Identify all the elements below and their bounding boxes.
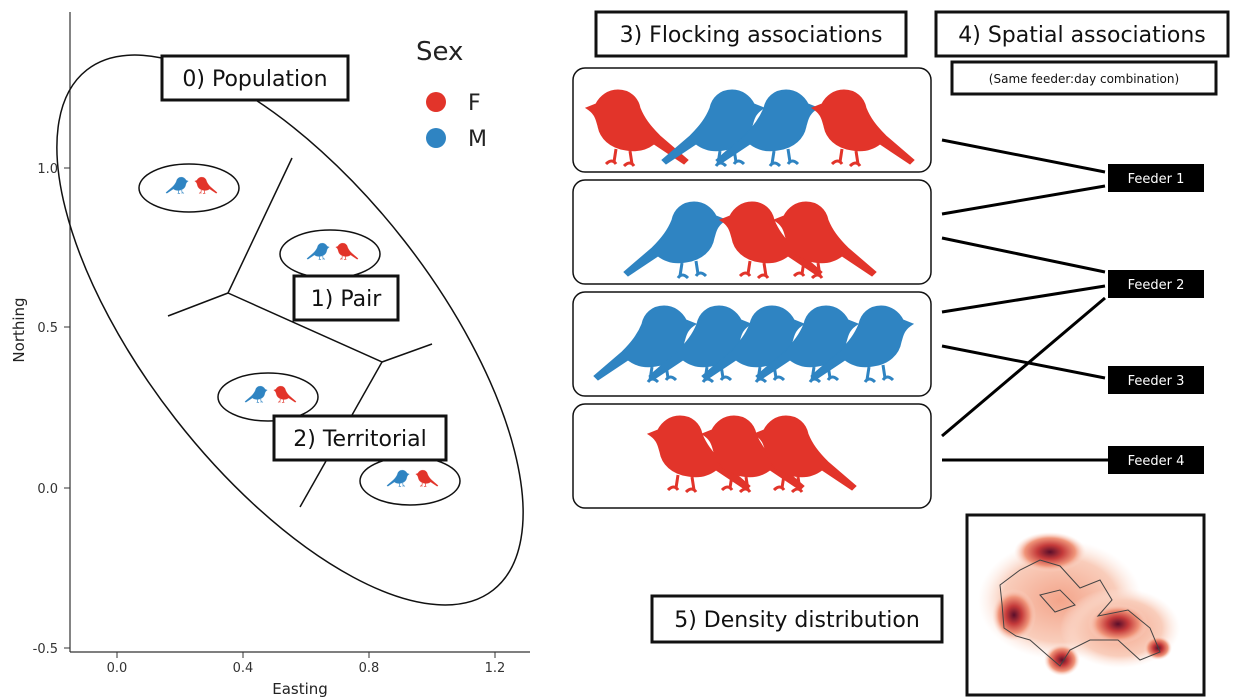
legend-label-male: M bbox=[468, 127, 487, 152]
pair-ellipse bbox=[217, 372, 319, 422]
x-tick-0.4: 0.4 bbox=[233, 661, 254, 676]
pair-group-4 bbox=[359, 456, 461, 506]
legend-swatch-female bbox=[426, 92, 446, 112]
legend-label-female: F bbox=[468, 91, 481, 116]
spatial-subtitle: (Same feeder:day combination) bbox=[989, 72, 1179, 86]
territorial-label: 2) Territorial bbox=[293, 427, 426, 452]
x-tick-1.2: 1.2 bbox=[485, 661, 506, 676]
legend-swatch-male bbox=[426, 128, 446, 148]
feeder-4: Feeder 4 bbox=[1108, 446, 1204, 474]
pair-group-1 bbox=[138, 163, 240, 213]
pair-ellipse bbox=[359, 456, 461, 506]
density-outline bbox=[999, 559, 1161, 667]
x-tick-0.8: 0.8 bbox=[359, 661, 380, 676]
y-tick-1: 1.0 bbox=[37, 162, 58, 177]
territorial-label-box: 2) Territorial bbox=[272, 414, 448, 462]
feeder-connections bbox=[941, 138, 1108, 462]
pair-label: 1) Pair bbox=[311, 287, 382, 312]
density-map bbox=[965, 513, 1206, 697]
density-title: 5) Density distribution bbox=[674, 608, 920, 633]
population-label: 0) Population bbox=[182, 67, 327, 92]
feeder-3-label: Feeder 3 bbox=[1128, 374, 1185, 389]
feeder-2-label: Feeder 2 bbox=[1128, 278, 1185, 293]
feeder-2: Feeder 2 bbox=[1108, 270, 1204, 298]
sex-legend: Sex F M bbox=[416, 37, 487, 152]
y-tick-0.5: 0.5 bbox=[37, 321, 58, 336]
y-tick-neg0.5: -0.5 bbox=[33, 642, 58, 657]
spatial-title: 4) Spatial associations bbox=[958, 23, 1205, 48]
y-tick-0: 0.0 bbox=[37, 482, 58, 497]
legend-title: Sex bbox=[416, 37, 463, 67]
population-label-box: 0) Population bbox=[160, 54, 350, 102]
pair-group-3 bbox=[217, 372, 319, 422]
population-ellipse bbox=[56, 54, 524, 606]
feeder-3: Feeder 3 bbox=[1108, 366, 1204, 394]
x-tick-0: 0.0 bbox=[107, 661, 128, 676]
spatial-title-box: 4) Spatial associations bbox=[934, 10, 1230, 58]
feeder-4-label: Feeder 4 bbox=[1128, 454, 1185, 469]
y-axis-title: Northing bbox=[10, 297, 28, 362]
density-title-box: 5) Density distribution bbox=[650, 594, 944, 644]
feeder-1: Feeder 1 bbox=[1108, 164, 1204, 192]
pair-label-box: 1) Pair bbox=[292, 274, 400, 322]
pair-ellipse bbox=[279, 229, 381, 279]
flocking-title: 3) Flocking associations bbox=[620, 23, 883, 48]
spatial-subtitle-box: (Same feeder:day combination) bbox=[950, 60, 1218, 96]
x-axis-title: Easting bbox=[272, 680, 328, 698]
feeder-1-label: Feeder 1 bbox=[1128, 172, 1185, 187]
pair-ellipse bbox=[138, 163, 240, 213]
map-axes: 1.0 0.5 0.0 -0.5 0.0 0.4 0.8 1.2 Easting… bbox=[10, 12, 530, 698]
pair-group-2 bbox=[279, 229, 381, 279]
flocking-title-box: 3) Flocking associations bbox=[594, 10, 908, 58]
